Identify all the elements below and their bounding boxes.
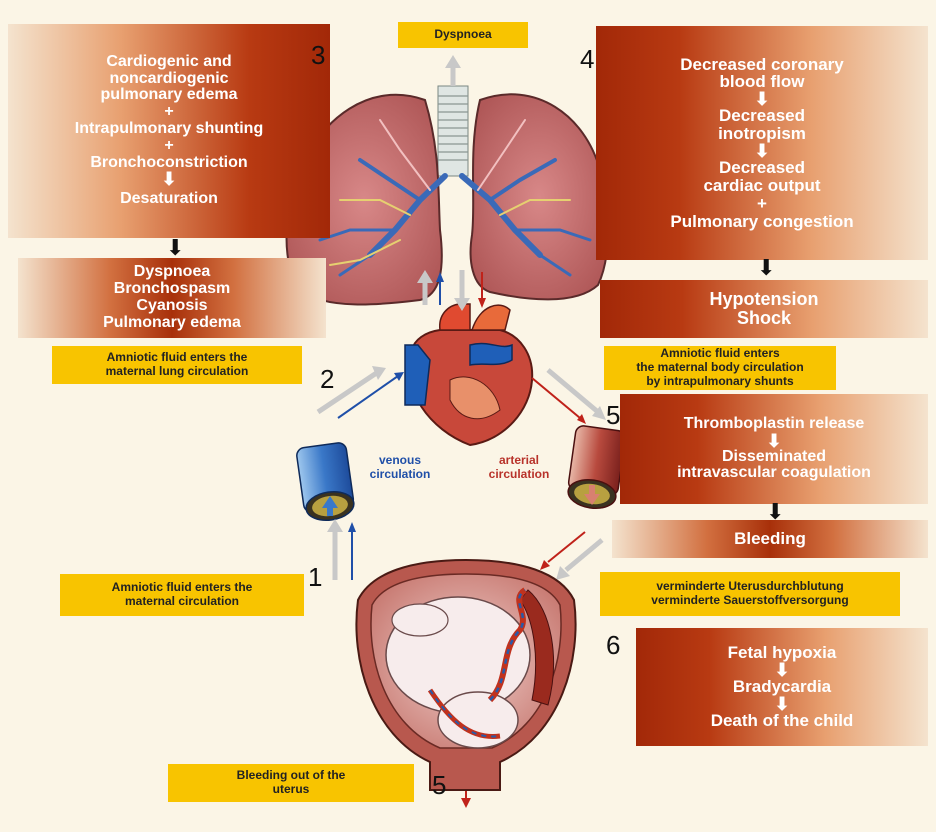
symptom-pulmonary-edema: Pulmonary edema xyxy=(103,315,241,332)
step-number-5-upper: 5 xyxy=(606,400,620,431)
down-arrow-icon: ⬇ xyxy=(757,258,775,278)
symptom-dyspnoea: Dyspnoea xyxy=(134,264,210,281)
down-arrow-icon: ⬇ xyxy=(166,238,184,258)
body-circulation-label: Amniotic fluid enters the maternal body … xyxy=(604,346,836,390)
cardiac-effects-box: Decreased coronary blood flow ⬇ Decrease… xyxy=(596,26,928,260)
bleeding-out-label: Bleeding out of the uterus xyxy=(168,764,414,802)
lung-circulation-label: Amniotic fluid enters the maternal lung … xyxy=(52,346,302,384)
arterial-vessel xyxy=(566,425,626,511)
venous-circulation-label: venous circulation xyxy=(360,454,440,482)
symptom-cyanosis: Cyanosis xyxy=(136,298,207,315)
uterus-perfusion-label: verminderte Uterusdurchblutung verminder… xyxy=(600,572,900,616)
dic-line-1: Disseminated xyxy=(722,449,826,466)
trachea xyxy=(438,86,468,176)
pulmonary-plus-1: + xyxy=(164,104,173,121)
cardiac-plus: + xyxy=(757,195,767,213)
step-number-3: 3 xyxy=(311,40,325,71)
cardiac-line-6: cardiac output xyxy=(703,177,820,195)
step-number-6: 6 xyxy=(606,630,620,661)
down-arrow-icon: ⬇ xyxy=(774,662,789,678)
step-number-5-lower: 5 xyxy=(432,770,446,801)
pulmonary-line-1: Cardiogenic and xyxy=(106,54,231,71)
pulmonary-plus-2: + xyxy=(164,138,173,155)
shock-box: Hypotension Shock xyxy=(600,280,928,338)
maternal-circulation-label: Amniotic fluid enters the maternal circu… xyxy=(60,574,304,616)
symptom-bronchospasm: Bronchospasm xyxy=(114,281,230,298)
bleeding-box: Bleeding xyxy=(612,520,928,558)
step-number-1: 1 xyxy=(308,562,322,593)
dyspnoea-top-label: Dyspnoea xyxy=(398,22,528,48)
coagulation-box: Thromboplastin release ⬇ Disseminated in… xyxy=(620,394,928,504)
heart xyxy=(405,304,532,445)
step-number-2: 2 xyxy=(320,364,334,395)
hypotension-text: Hypotension xyxy=(709,290,818,309)
desaturation-text: Desaturation xyxy=(120,191,218,208)
cardiac-line-7: Pulmonary congestion xyxy=(670,213,853,231)
pulmonary-line-2: noncardiogenic xyxy=(109,71,228,88)
shock-text: Shock xyxy=(737,309,791,328)
down-arrow-icon: ⬇ xyxy=(754,143,769,159)
dic-line-2: intravascular coagulation xyxy=(677,465,871,482)
step-number-4: 4 xyxy=(580,44,594,75)
venous-vessel xyxy=(296,442,356,523)
arterial-circulation-label: arterial circulation xyxy=(474,454,564,482)
cardiac-line-3: Decreased xyxy=(719,107,805,125)
cardiac-line-1: Decreased coronary xyxy=(680,56,843,74)
death-of-child-text: Death of the child xyxy=(711,712,854,730)
uterus-with-fetus xyxy=(356,560,575,790)
pulmonary-effects-box: Cardiogenic and noncardiogenic pulmonary… xyxy=(8,24,330,238)
down-arrow-icon: ⬇ xyxy=(766,502,784,522)
down-arrow-icon: ⬇ xyxy=(774,696,789,712)
pulmonary-line-3: pulmonary edema xyxy=(101,87,238,104)
pulmonary-line-4: Intrapulmonary shunting xyxy=(75,121,263,138)
bleeding-text: Bleeding xyxy=(734,530,806,548)
down-arrow-icon: ⬇ xyxy=(766,433,781,449)
cardiac-line-5: Decreased xyxy=(719,159,805,177)
down-arrow-icon: ⬇ xyxy=(161,171,176,187)
down-arrow-icon: ⬇ xyxy=(754,91,769,107)
respiratory-symptoms-box: Dyspnoea Bronchospasm Cyanosis Pulmonary… xyxy=(18,258,326,338)
fetal-outcome-box: Fetal hypoxia ⬇ Bradycardia ⬇ Death of t… xyxy=(636,628,928,746)
